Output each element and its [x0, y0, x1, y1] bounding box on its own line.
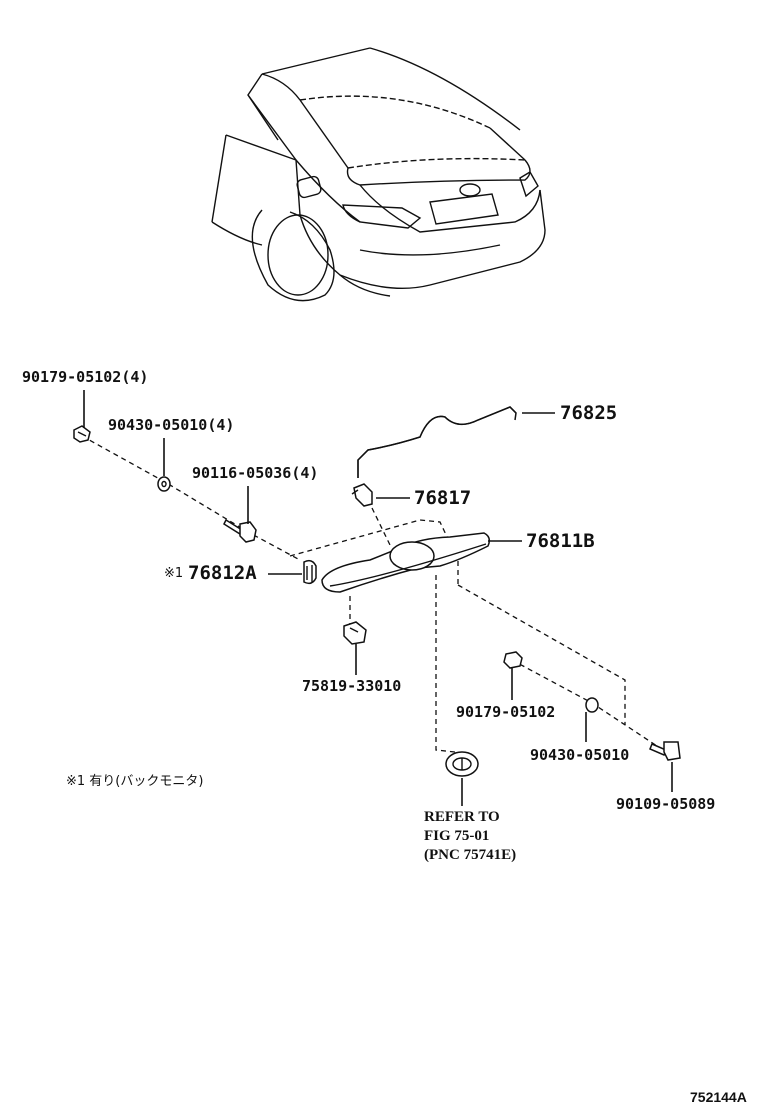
label-76811b: 76811B — [526, 530, 595, 552]
car-illustration — [211, 47, 546, 302]
part-90430-washer — [157, 476, 171, 492]
footnote-1: ※1 有り(バックモニタ) — [66, 774, 204, 789]
label-76817: 76817 — [414, 487, 472, 509]
part-90179-nut — [503, 651, 523, 669]
leader-lines — [83, 390, 673, 806]
refer-line-1: REFER TO — [424, 809, 500, 825]
part-90430-washer-2 — [585, 697, 599, 713]
label-75819-33010: 75819-33010 — [302, 677, 402, 695]
part-76811b-garnish — [321, 532, 491, 593]
figure-id: 752144A — [690, 1089, 747, 1105]
refer-line-3: (PNC 75741E) — [424, 847, 517, 863]
refer-line-2: FIG 75-01 — [424, 828, 490, 844]
label-90179-05102-4: 90179-05102(4) — [22, 368, 149, 386]
part-76817-clip — [351, 483, 373, 507]
part-emblem — [445, 751, 479, 777]
label-76825: 76825 — [560, 402, 618, 424]
label-76812a-prefix: ※1 — [164, 566, 184, 581]
label-90430-05010-4: 90430-05010(4) — [108, 416, 235, 434]
label-90430-05010: 90430-05010 — [530, 746, 630, 764]
label-90179-05102: 90179-05102 — [456, 703, 556, 721]
part-90116-bolt — [223, 518, 257, 543]
label-76812a: 76812A — [188, 562, 257, 584]
part-90109-bolt — [649, 741, 681, 761]
part-90179-clip — [73, 425, 91, 443]
label-90116-05036-4: 90116-05036(4) — [192, 464, 319, 482]
part-75819-clip — [343, 621, 367, 645]
label-90109-05089: 90109-05089 — [616, 795, 716, 813]
part-76812a-bracket — [303, 559, 317, 585]
